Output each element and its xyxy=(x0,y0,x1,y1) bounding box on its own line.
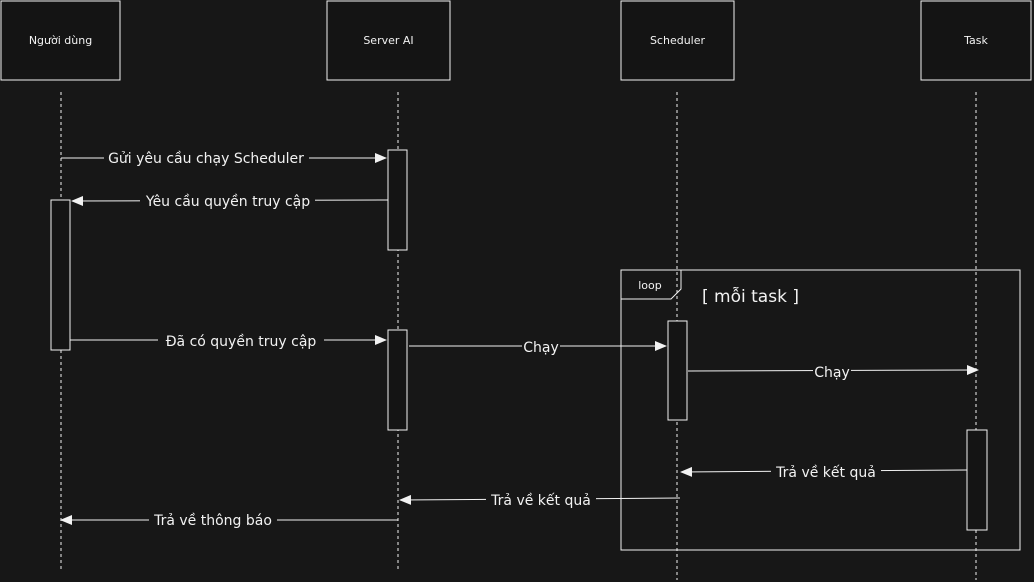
activation-scheduler xyxy=(667,320,688,421)
message-5: Chạy xyxy=(687,364,979,381)
activation-server-2 xyxy=(387,329,408,431)
participant-scheduler: Scheduler xyxy=(620,0,735,580)
participant-server-ai: Server AI xyxy=(326,0,451,572)
loop-frame xyxy=(620,269,1021,551)
label-backdrop xyxy=(158,333,324,350)
message-label: Trả về thông báo xyxy=(153,512,272,529)
participant-box xyxy=(620,0,735,81)
activation-task xyxy=(966,429,988,531)
message-8: Trả về thông báo xyxy=(60,512,398,529)
activation-server-1 xyxy=(387,149,408,251)
participant-label: Scheduler xyxy=(650,34,706,47)
label-backdrop xyxy=(522,339,560,356)
label-backdrop xyxy=(149,512,277,529)
loop-fragment: loop [ mỗi task ] xyxy=(620,269,1021,551)
message-6: Trả về kết quả xyxy=(680,464,968,481)
message-2: Yêu cầu quyền truy cập xyxy=(71,193,389,210)
participant-box xyxy=(326,0,451,81)
participant-label: Người dùng xyxy=(29,34,92,47)
message-label: Trả về kết quả xyxy=(490,492,591,509)
message-label: Trả về kết quả xyxy=(775,464,876,481)
message-1: Gửi yêu cầu chạy Scheduler xyxy=(61,150,387,167)
message-label: Đã có quyền truy cập xyxy=(166,333,317,350)
message-4: Chạy xyxy=(409,339,667,356)
label-backdrop xyxy=(140,193,315,210)
message-label: Chạy xyxy=(523,340,559,356)
message-label: Chạy xyxy=(814,365,850,381)
message-7: Trả về kết quả xyxy=(399,492,681,509)
loop-keyword: loop xyxy=(638,279,662,292)
participant-box xyxy=(920,0,1032,81)
participant-task: Task xyxy=(920,0,1032,580)
message-label: Gửi yêu cầu chạy Scheduler xyxy=(108,151,304,167)
loop-tab xyxy=(621,269,682,300)
message-label: Yêu cầu quyền truy cập xyxy=(145,193,310,210)
participant-box xyxy=(0,0,121,81)
participant-nguoi-dung: Người dùng xyxy=(0,0,121,572)
message-3: Đã có quyền truy cập xyxy=(70,333,387,350)
label-backdrop xyxy=(771,464,881,481)
label-backdrop xyxy=(104,150,309,167)
participant-label: Task xyxy=(963,34,988,47)
label-backdrop xyxy=(486,492,596,509)
label-backdrop xyxy=(813,364,851,381)
loop-condition: [ mỗi task ] xyxy=(702,286,799,307)
activation-user xyxy=(50,199,71,351)
participant-label: Server AI xyxy=(363,34,413,47)
